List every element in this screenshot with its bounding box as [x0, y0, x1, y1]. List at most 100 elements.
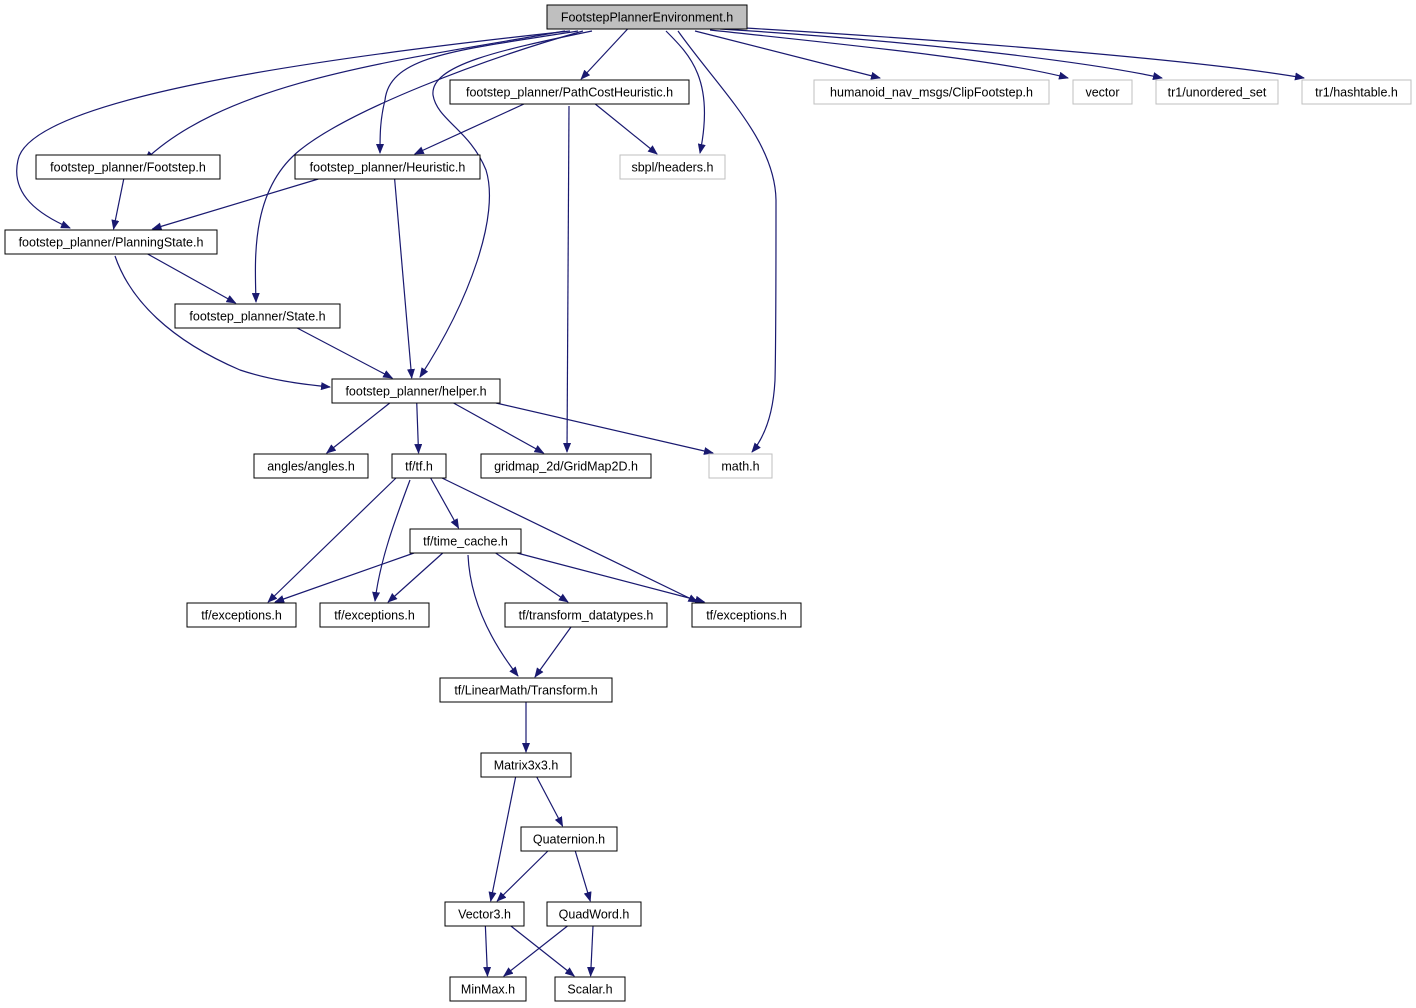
- node-exc3[interactable]: tf/exceptions.h: [691, 602, 802, 628]
- edge-helper-to-angles: [325, 402, 391, 454]
- nodes-layer: FootstepPlannerEnvironment.h footstep_pla…: [4, 4, 1412, 1002]
- node-helper[interactable]: footstep_planner/helper.h: [331, 378, 501, 404]
- node-label: footstep_planner/helper.h: [345, 385, 486, 399]
- node-root[interactable]: FootstepPlannerEnvironment.h: [546, 4, 748, 30]
- edge-quaternion-to-vector3: [496, 850, 549, 902]
- node-box: [480, 453, 652, 479]
- node-transdt[interactable]: tf/transform_datatypes.h: [504, 602, 668, 628]
- node-label: angles/angles.h: [267, 460, 355, 474]
- node-tf[interactable]: tf/tf.h: [391, 453, 447, 479]
- node-box: [331, 378, 501, 404]
- edge-tf-to-exc1: [267, 477, 397, 603]
- node-label: tf/exceptions.h: [201, 609, 282, 623]
- node-hashtable: tr1/hashtable.h: [1301, 79, 1412, 105]
- node-label: sbpl/headers.h: [631, 161, 713, 175]
- edge-vector3-to-scalar: [510, 925, 575, 977]
- node-box: [520, 826, 618, 852]
- edge-tf-to-exc3: [441, 477, 699, 603]
- edge-helper-to-tf: [414, 402, 423, 454]
- edge-matrix-to-vector3: [488, 776, 517, 902]
- node-box: [294, 154, 481, 180]
- node-box: [449, 79, 690, 105]
- edge-timecache-to-exc1: [274, 552, 415, 603]
- node-heuristic[interactable]: footstep_planner/Heuristic.h: [294, 154, 481, 180]
- edge-pathcost-to-heuristic: [413, 103, 525, 155]
- edge-root-to-hashtable: [744, 27, 1305, 81]
- edge-planningstate-to-state: [147, 253, 237, 304]
- node-scalar[interactable]: Scalar.h: [554, 976, 626, 1002]
- node-state[interactable]: footstep_planner/State.h: [174, 303, 341, 329]
- node-matrix[interactable]: Matrix3x3.h: [480, 752, 572, 778]
- node-pathcost[interactable]: footstep_planner/PathCostHeuristic.h: [449, 79, 690, 105]
- node-vector3[interactable]: Vector3.h: [444, 901, 525, 927]
- node-quadword[interactable]: QuadWord.h: [546, 901, 642, 927]
- node-box: [813, 79, 1050, 105]
- node-box: [35, 154, 221, 180]
- node-transform[interactable]: tf/LinearMath/Transform.h: [439, 677, 613, 703]
- edge-pathcost-to-gridmap: [563, 105, 572, 453]
- node-box: [691, 602, 802, 628]
- edge-root-to-math: [677, 30, 777, 453]
- node-box: [253, 453, 369, 479]
- node-clipfootstep: humanoid_nav_msgs/ClipFootstep.h: [813, 79, 1050, 105]
- node-minmax[interactable]: MinMax.h: [449, 976, 527, 1002]
- node-label: tr1/unordered_set: [1168, 86, 1267, 100]
- node-angles[interactable]: angles/angles.h: [253, 453, 369, 479]
- node-box: [444, 901, 525, 927]
- edge-heuristic-to-helper: [394, 178, 415, 379]
- edge-quadword-to-minmax: [503, 925, 568, 977]
- node-box: [554, 976, 626, 1002]
- node-label: tf/time_cache.h: [423, 535, 508, 549]
- node-planningstate[interactable]: footstep_planner/PlanningState.h: [4, 229, 218, 255]
- node-label: tf/exceptions.h: [334, 609, 415, 623]
- edge-vector3-to-minmax: [483, 925, 492, 977]
- node-footstep[interactable]: footstep_planner/Footstep.h: [35, 154, 221, 180]
- node-label: tf/exceptions.h: [706, 609, 787, 623]
- node-label: humanoid_nav_msgs/ClipFootstep.h: [830, 86, 1033, 100]
- edge-matrix-to-quaternion: [536, 776, 564, 827]
- edge-root-to-heuristic: [376, 30, 579, 154]
- node-label: FootstepPlannerEnvironment.h: [561, 11, 733, 25]
- node-exc1[interactable]: tf/exceptions.h: [186, 602, 297, 628]
- node-box: [391, 453, 447, 479]
- node-label: footstep_planner/PathCostHeuristic.h: [466, 86, 673, 100]
- edge-transdt-to-transform: [534, 626, 572, 678]
- edge-footstep-to-planningstate: [111, 178, 125, 230]
- node-box: [504, 602, 668, 628]
- node-label: tr1/hashtable.h: [1315, 86, 1398, 100]
- node-exc2[interactable]: tf/exceptions.h: [319, 602, 430, 628]
- node-box: [186, 602, 297, 628]
- node-box: [546, 901, 642, 927]
- edge-timecache-to-exc2: [387, 552, 444, 603]
- node-quaternion[interactable]: Quaternion.h: [520, 826, 618, 852]
- edge-root-to-unordered_set: [719, 28, 1163, 80]
- node-label: MinMax.h: [461, 983, 515, 997]
- edge-timecache-to-exc3: [516, 552, 706, 604]
- node-label: Matrix3x3.h: [494, 759, 559, 773]
- node-unordered_set: tr1/unordered_set: [1155, 79, 1279, 105]
- edge-tf-to-exc2: [372, 479, 411, 602]
- node-box: [546, 4, 748, 30]
- edge-root-to-sbpl: [665, 30, 706, 154]
- node-box: [1072, 79, 1133, 105]
- node-label: Scalar.h: [567, 983, 612, 997]
- node-label: QuadWord.h: [559, 908, 630, 922]
- edge-quaternion-to-quadword: [574, 850, 592, 902]
- node-label: gridmap_2d/GridMap2D.h: [494, 460, 638, 474]
- node-sbpl: sbpl/headers.h: [619, 154, 726, 180]
- edge-helper-to-math: [495, 402, 714, 455]
- node-box: [1301, 79, 1412, 105]
- node-box: [4, 229, 218, 255]
- node-box: [174, 303, 341, 329]
- node-label: footstep_planner/State.h: [189, 310, 325, 324]
- node-timecache[interactable]: tf/time_cache.h: [409, 528, 522, 554]
- node-math: math.h: [708, 453, 773, 479]
- edge-pathcost-to-sbpl: [594, 103, 658, 155]
- node-label: tf/transform_datatypes.h: [519, 609, 654, 623]
- node-box: [708, 453, 773, 479]
- node-box: [619, 154, 726, 180]
- edge-timecache-to-transform: [467, 554, 519, 677]
- node-box: [319, 602, 430, 628]
- node-gridmap[interactable]: gridmap_2d/GridMap2D.h: [480, 453, 652, 479]
